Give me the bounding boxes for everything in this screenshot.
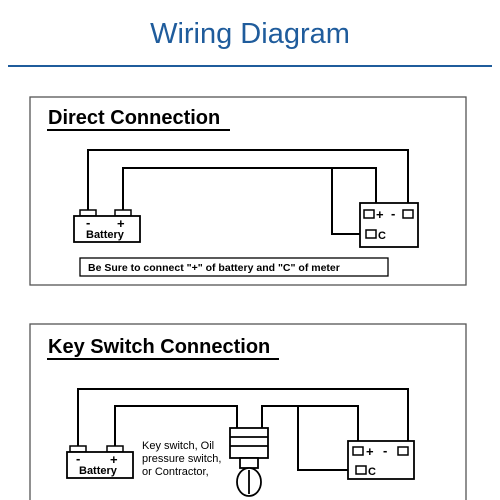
key-switch-meter: + - C (347, 440, 415, 480)
key-switch-wires (77, 388, 409, 471)
key-switch-meter-minus: - (383, 443, 387, 458)
key-switch-battery-body (66, 451, 134, 479)
switch-desc-line-3: or Contractor, (142, 466, 209, 478)
direct-note: Be Sure to connect "+" of battery and "C… (88, 262, 340, 274)
direct-note-box (79, 257, 389, 277)
direct-meter: + - C (359, 202, 419, 248)
title-divider (8, 65, 492, 67)
key-switch-panel-frame (29, 323, 467, 500)
key-switch-heading: Key Switch Connection (48, 336, 270, 358)
key-switch-battery-minus: - (76, 451, 80, 466)
direct-battery: - + Battery (73, 209, 141, 243)
switch-desc-line-1: Key switch, Oil (142, 440, 214, 452)
direct-panel-frame (29, 96, 467, 286)
key-switch-meter-minus-terminal (397, 446, 409, 456)
key-switch-meter-plus-terminal (352, 446, 364, 456)
key-switch-panel: Key Switch Connection - + Battery Key sw… (29, 323, 467, 500)
direct-battery-label: Battery (86, 229, 125, 241)
key-switch-battery: - + Battery (66, 445, 134, 479)
direct-battery-minus: - (86, 215, 90, 230)
direct-battery-body (73, 215, 141, 243)
switch-desc-line-2: pressure switch, (142, 453, 221, 465)
key-switch-meter-plus: + (366, 444, 374, 459)
direct-heading: Direct Connection (48, 107, 220, 129)
direct-meter-plus: + (376, 207, 384, 222)
direct-meter-plus-terminal (363, 209, 375, 219)
key-switch-meter-c-terminal (355, 465, 367, 475)
direct-meter-c-terminal (365, 229, 377, 239)
key-switch-battery-label: Battery (79, 465, 118, 477)
key-switch-battery-plus: + (110, 452, 118, 467)
direct-wires (87, 149, 409, 235)
page-title: Wiring Diagram (150, 18, 350, 50)
key-switch-meter-c: C (368, 466, 376, 478)
key-switch-icon (229, 427, 269, 497)
direct-meter-minus: - (391, 206, 395, 221)
direct-meter-c: C (378, 230, 386, 242)
direct-connection-panel: Direct Connection - + Battery + - C (29, 96, 467, 286)
direct-meter-minus-terminal (402, 209, 414, 219)
direct-battery-plus: + (117, 216, 125, 231)
